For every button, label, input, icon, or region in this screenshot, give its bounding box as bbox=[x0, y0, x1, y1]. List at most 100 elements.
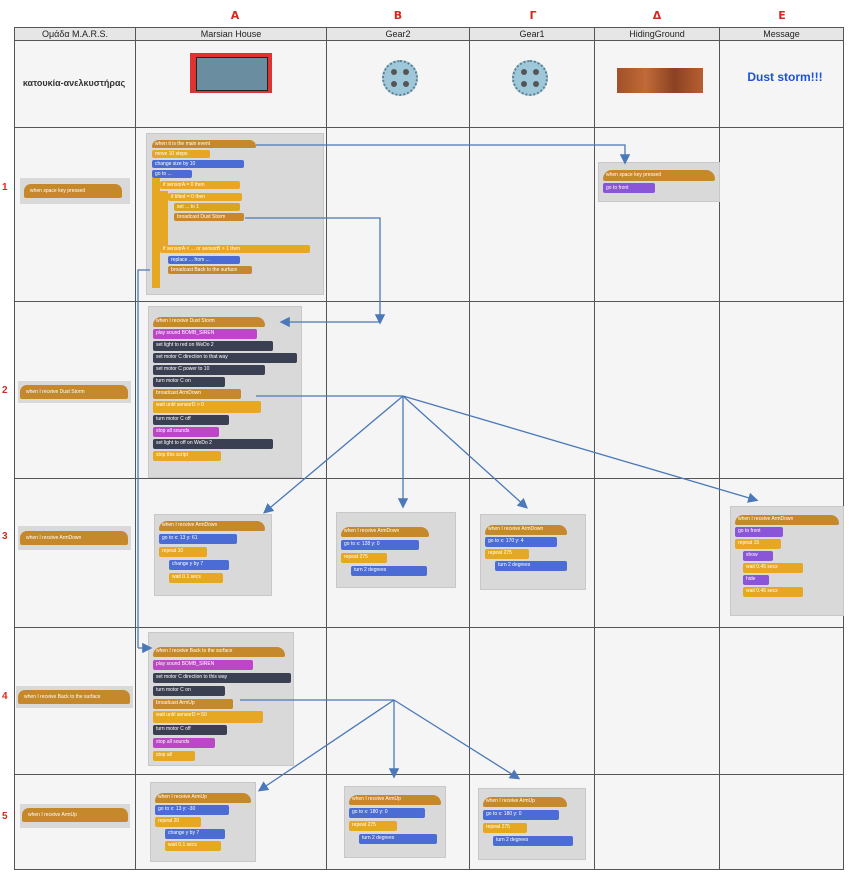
column-letter-b: Β bbox=[393, 9, 403, 22]
script-block[interactable]: broadcast ArmUp bbox=[153, 699, 233, 709]
arrow-armup-gear1 bbox=[393, 699, 521, 780]
script-block[interactable]: go to x: 170 y: 4 bbox=[485, 537, 557, 547]
row-number-3: 3 bbox=[2, 531, 8, 542]
sidebar-hat-armdown[interactable]: when I receive ArmDown bbox=[20, 531, 128, 545]
script-block[interactable]: change y by 7 bbox=[169, 560, 229, 570]
script-block[interactable]: turn motor C off bbox=[153, 725, 227, 735]
script-block[interactable]: repeat 10 bbox=[159, 547, 207, 557]
script-block[interactable]: broadcast Dust Storm bbox=[174, 213, 244, 221]
script-block[interactable]: go to x: 180 y: 0 bbox=[349, 808, 425, 818]
script-block[interactable]: repeat 275 bbox=[485, 549, 529, 559]
row3-gear2-script: when I receive ArmDown go to x: 128 y: 0… bbox=[336, 512, 456, 588]
script-block[interactable]: replace ... from ... bbox=[168, 256, 240, 264]
script-block[interactable]: change y by 7 bbox=[165, 829, 225, 839]
arrow-storm-broadcast bbox=[245, 217, 386, 325]
script-block[interactable]: set motor C direction to that way bbox=[153, 353, 297, 363]
script-block[interactable]: broadcast ArmDown bbox=[153, 389, 241, 399]
script-block[interactable]: when I receive ArmDown bbox=[159, 521, 265, 531]
header-house: Marsian House bbox=[135, 27, 327, 41]
script-block[interactable]: if sensorA = 0 then bbox=[160, 181, 240, 189]
row4-house-script: when I receive Back to the surface play … bbox=[148, 632, 294, 766]
row-number-2: 2 bbox=[2, 385, 8, 396]
script-block[interactable]: repeat 275 bbox=[341, 553, 387, 563]
script-block[interactable]: go to x: 180 y: 0 bbox=[483, 810, 559, 820]
script-block[interactable]: stop all bbox=[153, 751, 195, 761]
script-block[interactable]: when I receive ArmDown bbox=[341, 527, 429, 537]
script-block[interactable]: go to x: 13 y: -30 bbox=[155, 805, 229, 815]
script-block[interactable]: change size by 10 bbox=[152, 160, 244, 168]
script-block[interactable]: move 10 steps bbox=[152, 150, 210, 158]
gear2-sprite bbox=[382, 60, 418, 96]
sidebar-hat-armup[interactable]: when I receive ArmUp bbox=[22, 808, 128, 822]
arrow-armdown-gear1 bbox=[402, 395, 528, 509]
script-block[interactable]: wait 0.45 secs bbox=[743, 563, 803, 573]
column-letter-d: Δ bbox=[652, 9, 662, 22]
script-block[interactable]: turn motor C on bbox=[153, 377, 225, 387]
script-block[interactable]: when space key pressed bbox=[603, 170, 715, 181]
script-block[interactable]: wait until sensorD = 50 bbox=[153, 711, 263, 723]
script-block[interactable]: repeat 275 bbox=[349, 821, 397, 831]
script-block[interactable]: when I receive ArmUp bbox=[349, 795, 441, 805]
sprite-row-label: κατουκία-ανελκυστήρας bbox=[22, 78, 126, 88]
script-block[interactable]: if sensorA < ... or sensorB > 1 then bbox=[160, 245, 310, 253]
script-block[interactable]: set ... to 1 bbox=[174, 203, 240, 211]
script-block[interactable]: repeat 275 bbox=[483, 823, 527, 833]
script-block[interactable]: set light to red on WeDo 2 bbox=[153, 341, 273, 351]
row-number-4: 4 bbox=[2, 691, 8, 702]
script-block[interactable]: stop all sounds bbox=[153, 427, 219, 437]
script-block[interactable]: stop this script bbox=[153, 451, 221, 461]
script-block[interactable]: go to front bbox=[735, 527, 783, 537]
header-gear1: Gear1 bbox=[469, 27, 595, 41]
arrow-back-to-surface bbox=[137, 269, 150, 648]
hiding-ground-sprite bbox=[617, 68, 703, 93]
arrow-armdown-message bbox=[402, 395, 759, 503]
script-block[interactable]: turn 2 degrees bbox=[359, 834, 437, 844]
script-block[interactable]: when I receive ArmDown bbox=[485, 525, 567, 535]
script-block[interactable]: wait 0.45 secs bbox=[743, 587, 803, 597]
script-block[interactable]: when I receive ArmDown bbox=[735, 515, 839, 525]
script-block[interactable]: play sound BOMB_SIREN bbox=[153, 329, 257, 339]
sidebar-hat-back-to-surface[interactable]: when I receive Back to the surface bbox=[18, 690, 130, 704]
script-block[interactable]: go to x: 13 y: 61 bbox=[159, 534, 237, 544]
arrow-start-to-hiding bbox=[256, 144, 631, 165]
header-hiding: HidingGround bbox=[594, 27, 720, 41]
script-block[interactable]: when it is the main event bbox=[152, 140, 256, 148]
script-block[interactable]: wait until sensorD > 0 bbox=[153, 401, 261, 413]
script-block[interactable]: if tilted = 0 then bbox=[168, 193, 242, 201]
script-block[interactable]: turn motor C on bbox=[153, 686, 225, 696]
script-block[interactable]: when I receive ArmUp bbox=[483, 797, 567, 807]
row1-house-script: when it is the main event move 10 steps … bbox=[146, 133, 324, 295]
script-block[interactable]: go to front bbox=[603, 183, 655, 193]
script-block[interactable]: broadcast Back to the surface bbox=[168, 266, 252, 274]
gear1-sprite bbox=[512, 60, 548, 96]
script-block[interactable]: turn 2 degrees bbox=[493, 836, 573, 846]
sidebar-hat-space[interactable]: when space key pressed bbox=[24, 184, 122, 198]
script-block[interactable]: stop all sounds bbox=[153, 738, 215, 748]
script-block[interactable]: when I receive Back to the surface bbox=[153, 647, 285, 657]
script-block[interactable]: go to x: 128 y: 0 bbox=[341, 540, 419, 550]
script-block[interactable]: repeat 15 bbox=[735, 539, 781, 549]
row-number-5: 5 bbox=[2, 811, 8, 822]
row3-gear1-script: when I receive ArmDown go to x: 170 y: 4… bbox=[480, 514, 586, 590]
row-number-1: 1 bbox=[2, 182, 8, 193]
script-block[interactable]: wait 0.1 secs bbox=[169, 573, 223, 583]
script-block[interactable]: set motor C power to 10 bbox=[153, 365, 265, 375]
script-block[interactable]: wait 0.1 secs bbox=[165, 841, 221, 851]
script-block[interactable]: when I receive Dust Storm bbox=[153, 317, 265, 327]
arrow-armdown-house bbox=[263, 395, 404, 514]
column-letter-c: Γ bbox=[529, 9, 537, 22]
column-letter-e: Ε bbox=[778, 9, 786, 22]
script-block[interactable]: hide bbox=[743, 575, 769, 585]
script-block[interactable]: turn 2 degrees bbox=[351, 566, 427, 576]
script-block[interactable]: go to ... bbox=[152, 170, 192, 178]
script-block[interactable]: set motor C direction to this way bbox=[153, 673, 291, 683]
script-block[interactable]: repeat 20 bbox=[155, 817, 201, 827]
script-block[interactable]: play sound BOMB_SIREN bbox=[153, 660, 253, 670]
row5-gear1-script: when I receive ArmUp go to x: 180 y: 0 r… bbox=[478, 788, 586, 860]
script-block[interactable]: turn motor C off bbox=[153, 415, 229, 425]
script-block[interactable]: when I receive ArmUp bbox=[155, 793, 251, 803]
script-block[interactable]: set light to off on WeDo 2 bbox=[153, 439, 273, 449]
script-block[interactable]: turn 2 degrees bbox=[495, 561, 567, 571]
script-block[interactable]: show bbox=[743, 551, 773, 561]
sidebar-hat-dust-storm[interactable]: when I receive Dust Storm bbox=[20, 385, 128, 399]
